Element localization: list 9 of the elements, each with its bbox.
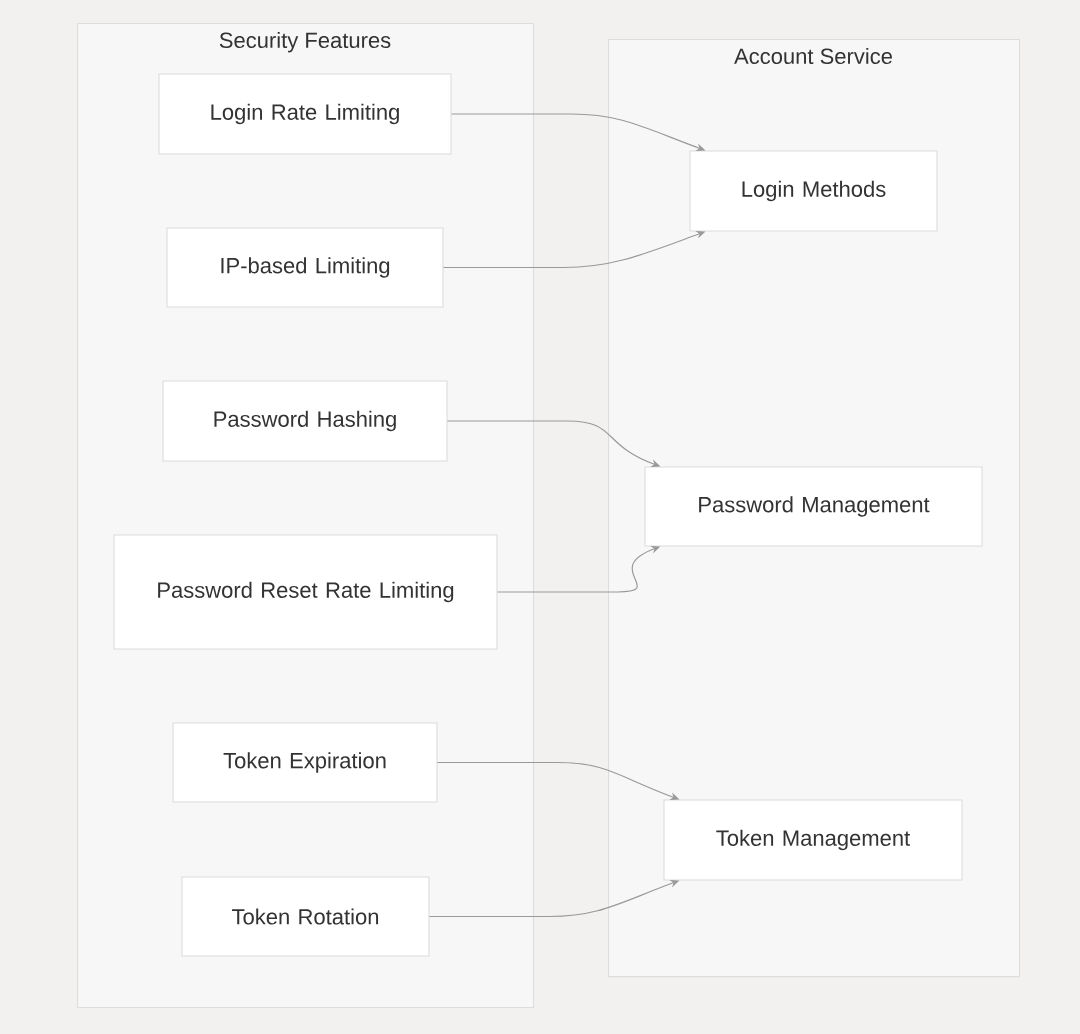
process-box: Password Reset Rate Limiting	[113, 534, 498, 650]
process-box: IP-based Limiting	[166, 227, 444, 308]
process-box: Token Expiration	[172, 722, 438, 803]
process-box: Token Rotation	[181, 876, 430, 957]
process-box: Password Hashing	[162, 380, 448, 462]
process-box: Token Management	[663, 799, 963, 881]
process-box: Login Rate Limiting	[158, 73, 452, 155]
process-box: Login Methods	[689, 150, 938, 232]
process-box: Password Management	[644, 466, 983, 547]
